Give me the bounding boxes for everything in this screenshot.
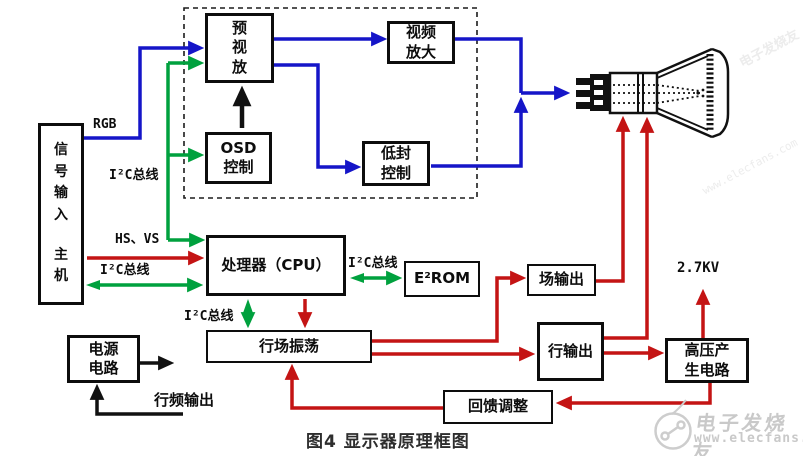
wire-hvgen-to-feedback — [555, 383, 712, 411]
box-signal-input-host: 信号输入 主机 — [38, 123, 84, 305]
wire-videoamp-to-junction — [455, 37, 523, 93]
wire-feedback-to-osc — [284, 363, 443, 410]
label-line-freq-output: 行频输出 — [154, 391, 215, 409]
box-hv-generator: 高压产 生电路 — [665, 338, 749, 383]
wire-prevideo-to-blanking — [273, 63, 362, 175]
box-label: 处理器（CPU） — [221, 255, 331, 274]
box-label: 场输出 — [538, 270, 584, 289]
crt-gun-pins — [576, 78, 590, 109]
box-label: E²ROM — [413, 269, 471, 288]
box-pre-video-amp: 预 视 放 — [205, 13, 274, 83]
box-label: 电路 — [88, 359, 119, 377]
crt-tube — [576, 47, 730, 139]
box-power-circuit: 电源 电路 — [67, 335, 140, 383]
wire-fieldout-to-crt — [596, 115, 631, 283]
box-label: 主机 — [54, 246, 68, 285]
box-label: 视 — [231, 38, 247, 57]
label-i2c-bus-4: I²C总线 — [184, 309, 234, 324]
box-video-amp: 视频 放大 — [387, 21, 455, 64]
box-blanking-control: 低封 控制 — [362, 141, 430, 186]
box-label: OSD — [220, 138, 257, 157]
watermark-url: www.elecfans.com — [694, 431, 803, 446]
i2c-wires — [86, 55, 403, 329]
video-section-dashed-frame — [183, 7, 478, 199]
label-2-7kv: 2.7KV — [677, 260, 720, 276]
wire-linefreq-to-power — [89, 383, 183, 416]
box-label: 回馈调整 — [467, 397, 528, 416]
box-label: 控制 — [380, 163, 411, 182]
box-eeprom: E²ROM — [404, 261, 480, 297]
box-label: 信号输入 — [54, 141, 68, 223]
wire-osc-to-fieldout — [372, 270, 527, 343]
label-rgb: RGB — [93, 117, 117, 132]
figure-caption: 图4 显示器原理框图 — [306, 432, 470, 452]
box-feedback-adjust: 回馈调整 — [443, 390, 553, 424]
box-label: 行场振荡 — [258, 336, 319, 355]
box-field-output: 场输出 — [527, 264, 596, 296]
label-i2c-bus-2: I²C总线 — [100, 263, 150, 278]
label-hs-vs: HS、VS — [115, 232, 160, 247]
box-label: 高压产 — [684, 341, 730, 359]
crt-funnel — [656, 47, 730, 139]
black-wires — [89, 85, 252, 416]
wire-blanking-to-junction — [431, 96, 529, 168]
label-i2c-bus-3: I²C总线 — [348, 256, 398, 271]
box-label: 放大 — [405, 42, 436, 61]
box-line-output: 行输出 — [537, 322, 604, 381]
wire-rgb-to-prevideo — [83, 40, 205, 140]
box-label: 放 — [231, 57, 247, 76]
box-label: 低封 — [380, 144, 411, 162]
rgb-video-wires — [83, 31, 571, 175]
sync-hv-wires — [87, 115, 712, 411]
box-label: 控制 — [223, 158, 254, 176]
box-line-field-osc: 行场振荡 — [206, 330, 372, 363]
label-i2c-bus-1: I²C总线 — [109, 168, 159, 183]
wire-lineout-to-crt — [604, 116, 655, 340]
box-label: 视频 — [405, 23, 436, 41]
box-label: 行输出 — [547, 341, 593, 360]
box-label: 电源 — [88, 339, 119, 358]
elecfans-logo-icon — [654, 399, 692, 450]
box-cpu: 处理器（CPU） — [206, 235, 346, 296]
box-osd-control: OSD 控制 — [205, 132, 272, 184]
box-label: 预 — [231, 18, 247, 37]
crt-beams — [613, 84, 703, 104]
box-label: 生电路 — [684, 360, 730, 379]
